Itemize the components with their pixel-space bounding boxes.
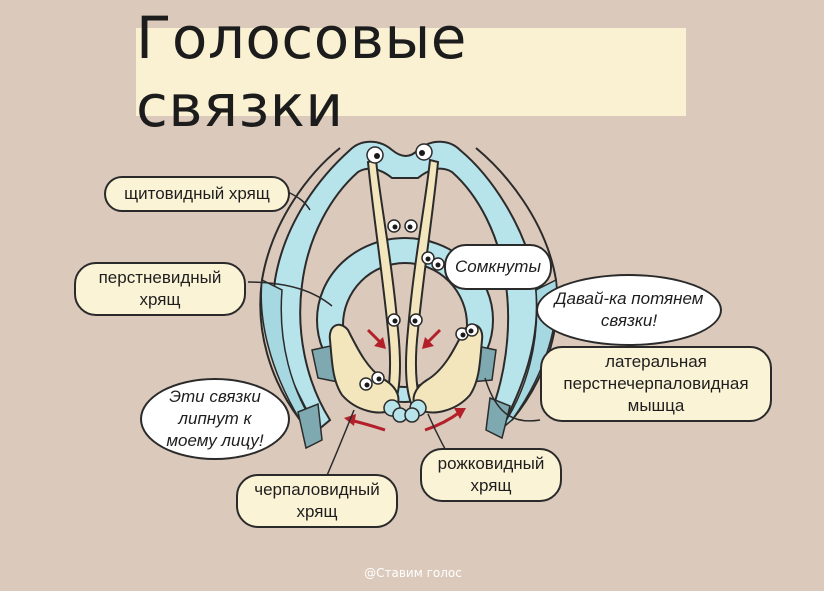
bubble-stick: Эти связки липнут к моему лицу! <box>140 378 290 460</box>
page-title: Голосовые связки <box>136 4 467 140</box>
credit: @Ставим голос <box>364 566 462 580</box>
muscle-bottom-right <box>485 396 511 440</box>
corniculate-right-2 <box>404 407 420 423</box>
label-cricoid: перстневидный хрящ <box>74 262 246 316</box>
label-thyroid: щитовидный хрящ <box>104 176 290 212</box>
arytenoid-left <box>328 323 400 414</box>
pupils <box>364 150 474 388</box>
bubble-pull: Давай-ка потянем связки! <box>536 274 722 346</box>
muscle-bottom-left <box>297 402 323 450</box>
label-muscle: латеральная перстнечерпаловидная мышца <box>540 346 772 422</box>
thyroid-cartilage <box>272 140 538 432</box>
label-arytenoid: черпаловидный хрящ <box>236 474 398 528</box>
label-corniculate: рожковидный хрящ <box>420 448 562 502</box>
eyes <box>359 143 479 391</box>
title-box: Голосовые связки <box>136 4 686 140</box>
motion-arrows <box>344 328 466 432</box>
bubble-closed: Сомкнуты <box>444 244 552 290</box>
